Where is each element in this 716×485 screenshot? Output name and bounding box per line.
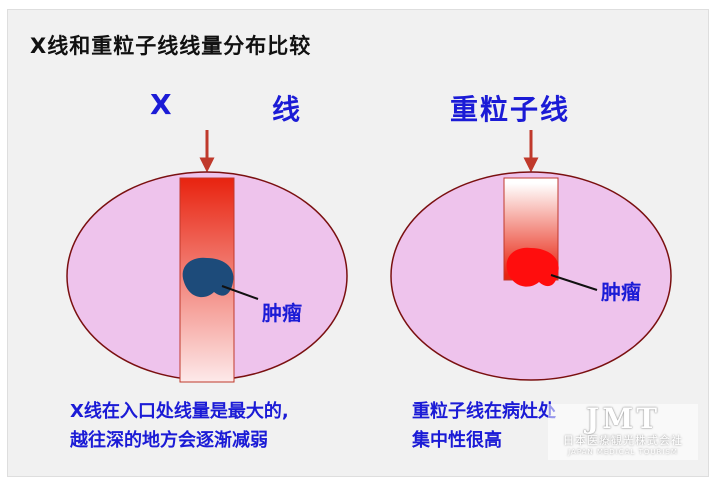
heavy-ion-tumor-shape	[506, 247, 559, 287]
x-ray-heading: X 线	[150, 88, 300, 128]
slide-title: X线和重粒子线线量分布比较	[30, 34, 312, 58]
x-ray-tumor-shape	[182, 257, 234, 298]
watermark-english-name: JAPAN MEDICAL TOURISM	[568, 448, 678, 456]
x-ray-caption-line-1: X线在入口处线量是最大的,	[70, 401, 289, 422]
x-ray-heading-letter: X	[150, 88, 172, 121]
watermark-logo: JMT	[585, 402, 661, 435]
heavy-ion-caption: 重粒子线在病灶处 集中性很高	[412, 397, 556, 455]
x-ray-heading-character: 线	[271, 93, 300, 126]
x-ray-caption: X线在入口处线量是最大的, 越往深的地方会逐渐减弱	[70, 397, 289, 455]
heavy-ion-caption-line-2: 集中性很高	[412, 430, 502, 451]
x-ray-tumor-label: 肿瘤	[262, 301, 302, 325]
heavy-ion-tumor-label: 肿瘤	[601, 280, 641, 304]
heavy-ion-tumor-pointer-line	[550, 274, 598, 291]
x-ray-caption-line-2: 越往深的地方会逐渐减弱	[70, 430, 268, 451]
watermark-japanese-name: 日本医療観光株式会社	[563, 434, 683, 447]
x-ray-tumor-pointer-line	[221, 285, 259, 300]
heavy-ion-heading: 重粒子线	[449, 93, 570, 126]
heavy-ion-caption-line-1: 重粒子线在病灶处	[412, 401, 556, 422]
company-watermark: JMT 日本医療観光株式会社 JAPAN MEDICAL TOURISM	[548, 404, 698, 460]
